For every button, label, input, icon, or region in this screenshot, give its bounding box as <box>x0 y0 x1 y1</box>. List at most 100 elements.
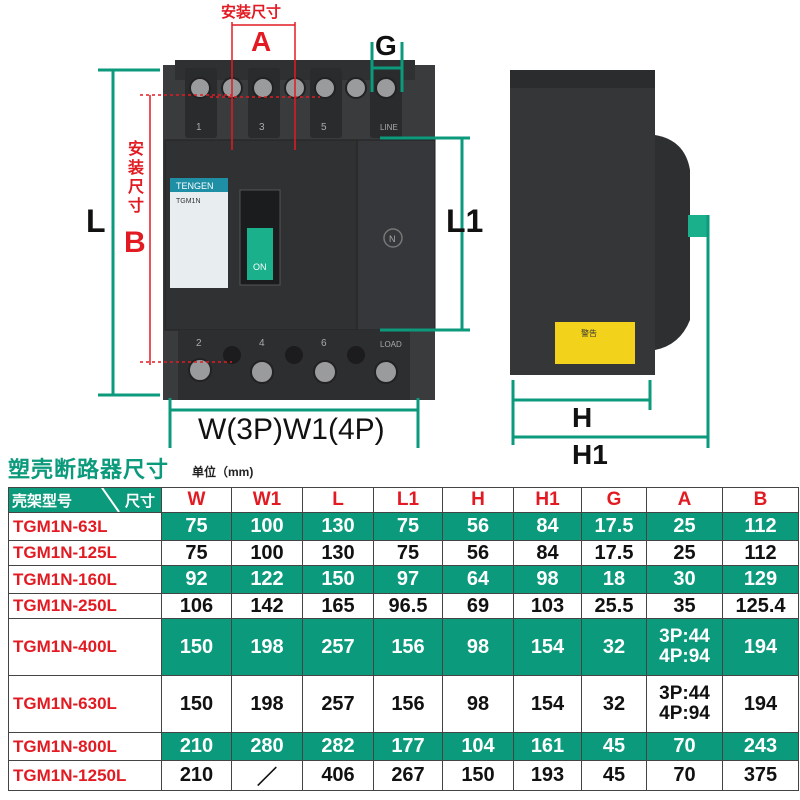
dimension-H-label: H <box>572 402 593 433</box>
breaker-model: TGM1N <box>176 198 201 205</box>
value-cell-G: 25.5 <box>581 593 647 619</box>
value-cell-W1: 280 <box>231 732 303 761</box>
value-cell-H: 56 <box>442 512 514 541</box>
value-cell-W: 106 <box>161 593 232 619</box>
model-cell: TGM1N-160L <box>8 565 162 594</box>
model-cell: TGM1N-125L <box>8 540 162 566</box>
line-terminal-label: LINE <box>380 123 398 132</box>
value-cell-L: 130 <box>302 540 374 566</box>
table-corner-cell: 壳架型号 尺寸 <box>8 487 162 513</box>
value-cell-A: 35 <box>646 593 723 619</box>
value-cell-L: 130 <box>302 512 374 541</box>
load-terminal-label: LOAD <box>380 340 402 349</box>
dimension-H1-label: H1 <box>572 439 608 470</box>
value-cell-B: 129 <box>722 565 799 594</box>
value-cell-B: 125.4 <box>722 593 799 619</box>
value-cell-B: 112 <box>722 512 799 541</box>
dimension-W-label: W(3P)W1(4P) <box>198 413 385 446</box>
value-cell-L1: 267 <box>373 760 443 791</box>
model-cell: TGM1N-63L <box>8 512 162 541</box>
breaker-dimension-diagram: 1 3 5 2 4 6 LINE LOAD N TENGEN TGM1N ON … <box>86 4 710 469</box>
terminal-number-6: 6 <box>321 338 327 349</box>
value-cell-B: 194 <box>722 618 799 676</box>
neutral-mark: N <box>389 234 396 244</box>
value-cell-L1: 97 <box>373 565 443 594</box>
table-header-row: 壳架型号 尺寸 W W1 L L1 H H1 G A B <box>8 487 799 513</box>
value-cell-W1: 142 <box>231 593 303 619</box>
value-cell-H1: 103 <box>513 593 582 619</box>
model-cell: TGM1N-630L <box>8 675 162 733</box>
value-cell-W1: 100 <box>231 540 303 566</box>
value-cell-L1: 177 <box>373 732 443 761</box>
value-cell-H: 56 <box>442 540 514 566</box>
breaker-brand: TENGEN <box>176 181 214 191</box>
value-cell-G: 45 <box>581 760 647 791</box>
col-header-W1: W1 <box>231 487 303 513</box>
value-cell-H1: 193 <box>513 760 582 791</box>
value-cell-H1: 84 <box>513 540 582 566</box>
value-cell-W: 210 <box>161 760 232 791</box>
value-cell-W: 75 <box>161 512 232 541</box>
value-cell-G: 17.5 <box>581 512 647 541</box>
value-cell-H1: 154 <box>513 675 582 733</box>
switch-on-label: ON <box>253 262 267 272</box>
value-cell-L1: 156 <box>373 618 443 676</box>
terminal-number-1: 1 <box>196 122 202 133</box>
value-cell-W: 75 <box>161 540 232 566</box>
dimension-L1-label: L1 <box>446 203 484 239</box>
breaker-illustration: 1 3 5 2 4 6 LINE LOAD N TENGEN TGM1N ON … <box>98 22 710 448</box>
table-title: 塑壳断路器尺寸 <box>8 457 170 482</box>
value-cell-H: 64 <box>442 565 514 594</box>
model-cell: TGM1N-250L <box>8 593 162 619</box>
value-cell-L: 257 <box>302 618 374 676</box>
value-cell-A: 70 <box>646 732 723 761</box>
dimension-L-label: L <box>86 203 106 239</box>
model-cell: TGM1N-1250L <box>8 760 162 791</box>
value-cell-W: 210 <box>161 732 232 761</box>
value-cell-H: 98 <box>442 618 514 676</box>
value-cell-L: 406 <box>302 760 374 791</box>
install-size-top-label: 安装尺寸 <box>221 4 282 21</box>
value-cell-H1: 154 <box>513 618 582 676</box>
value-cell-H: 98 <box>442 675 514 733</box>
terminal-number-2: 2 <box>196 338 202 349</box>
value-cell-H1: 161 <box>513 732 582 761</box>
warning-sticker <box>555 322 635 364</box>
value-cell-W1: 198 <box>231 675 303 733</box>
value-cell-H1: 98 <box>513 565 582 594</box>
dimension-B-lines <box>140 94 232 365</box>
value-cell-A: 70 <box>646 760 723 791</box>
value-cell-L1: 156 <box>373 675 443 733</box>
terminal-number-5: 5 <box>321 122 327 133</box>
col-header-L: L <box>302 487 374 513</box>
value-cell-L1: 75 <box>373 512 443 541</box>
value-cell-H: 104 <box>442 732 514 761</box>
value-cell-A: 30 <box>646 565 723 594</box>
value-cell-L: 257 <box>302 675 374 733</box>
col-header-A: A <box>646 487 723 513</box>
unit-label: 单位（mm) <box>192 465 254 479</box>
col-header-W: W <box>161 487 232 513</box>
value-cell-L: 165 <box>302 593 374 619</box>
value-cell-W1: 100 <box>231 512 303 541</box>
install-size-side-label: 安 装 尺 寸 <box>127 141 144 215</box>
value-cell-L1: 75 <box>373 540 443 566</box>
value-cell-W1: 122 <box>231 565 303 594</box>
value-cell-W1: ／ <box>231 760 303 791</box>
value-cell-W1: 198 <box>231 618 303 676</box>
dimension-A-label: A <box>251 26 272 57</box>
value-cell-G: 17.5 <box>581 540 647 566</box>
value-cell-G: 32 <box>581 675 647 733</box>
value-cell-L: 282 <box>302 732 374 761</box>
value-cell-W: 150 <box>161 675 232 733</box>
value-cell-A: 25 <box>646 512 723 541</box>
value-cell-H1: 84 <box>513 512 582 541</box>
